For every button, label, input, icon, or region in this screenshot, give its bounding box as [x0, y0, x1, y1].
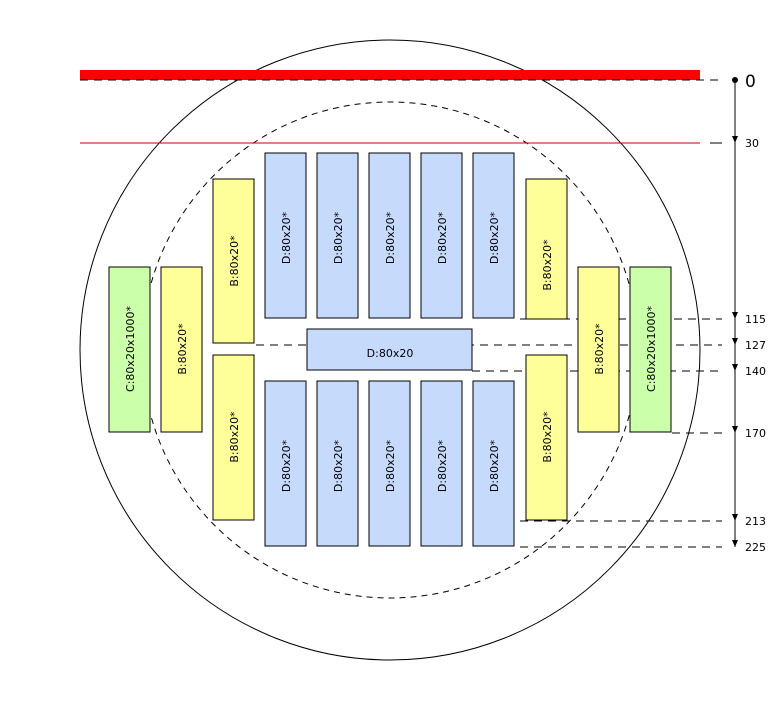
- block-b-right-outer: B:80x20*: [577, 266, 620, 433]
- block-d-top-5: D:80x20*: [472, 152, 515, 319]
- svg-text:D:80x20*: D:80x20*: [436, 439, 449, 492]
- block-d-top-2: D:80x20*: [316, 152, 359, 319]
- block-d-bottom-1: D:80x20*: [264, 380, 307, 547]
- svg-text:D:80x20*: D:80x20*: [384, 211, 397, 264]
- dim-origin-dot: [732, 77, 738, 83]
- dim-arrow-225: [732, 540, 738, 547]
- block-b-left-outer: B:80x20*: [160, 266, 203, 433]
- svg-text:D:80x20*: D:80x20*: [332, 439, 345, 492]
- svg-text:D:80x20*: D:80x20*: [436, 211, 449, 264]
- svg-text:D:80x20*: D:80x20*: [488, 211, 501, 264]
- block-d-top-1: D:80x20*: [264, 152, 307, 319]
- svg-text:D:80x20*: D:80x20*: [488, 439, 501, 492]
- svg-text:B:80x20*: B:80x20*: [228, 411, 241, 463]
- svg-text:B:80x20*: B:80x20*: [541, 239, 554, 291]
- dim-label-213: 213: [745, 515, 766, 528]
- block-d-middle: D:80x20: [306, 328, 473, 371]
- dim-label-170: 170: [745, 427, 766, 440]
- dim-arrow-30: [732, 136, 738, 143]
- svg-text:D:80x20*: D:80x20*: [280, 211, 293, 264]
- block-d-bottom-5: D:80x20*: [472, 380, 515, 547]
- svg-text:B:80x20*: B:80x20*: [541, 411, 554, 463]
- outer-circle: [79, 39, 701, 661]
- dim-arrow-115: [732, 312, 738, 319]
- dim-label-zero: 0: [745, 72, 756, 92]
- svg-text:B:80x20*: B:80x20*: [228, 235, 241, 287]
- dim-label-140: 140: [745, 365, 766, 378]
- dim-arrow-127: [732, 338, 738, 345]
- dim-label-30: 30: [745, 137, 759, 150]
- block-c-left: C:80x20x1000*: [108, 266, 151, 433]
- dim-arrow-213: [732, 514, 738, 521]
- svg-text:D:80x20: D:80x20: [367, 347, 414, 360]
- dim-label-225: 225: [745, 541, 766, 554]
- block-b-left-upper: B:80x20*: [212, 178, 255, 344]
- svg-text:B:80x20*: B:80x20*: [176, 323, 189, 375]
- block-d-top-3: D:80x20*: [368, 152, 411, 319]
- block-b-right-upper: B:80x20*: [525, 178, 568, 320]
- block-b-left-lower: B:80x20*: [212, 354, 255, 521]
- block-c-right: C:80x20x1000*: [629, 266, 672, 433]
- svg-text:D:80x20*: D:80x20*: [384, 439, 397, 492]
- zero-edge-bar: [80, 70, 700, 80]
- svg-text:C:80x20x1000*: C:80x20x1000*: [124, 306, 137, 392]
- dim-arrow-170: [732, 426, 738, 433]
- block-d-top-4: D:80x20*: [420, 152, 463, 319]
- block-d-bottom-3: D:80x20*: [368, 380, 411, 547]
- dim-label-127: 127: [745, 339, 766, 352]
- dim-label-115: 115: [745, 313, 766, 326]
- svg-text:D:80x20*: D:80x20*: [280, 439, 293, 492]
- dim-arrow-140: [732, 364, 738, 371]
- svg-text:B:80x20*: B:80x20*: [593, 323, 606, 375]
- block-b-right-lower: B:80x20*: [525, 354, 568, 521]
- block-d-bottom-4: D:80x20*: [420, 380, 463, 547]
- block-d-bottom-2: D:80x20*: [316, 380, 359, 547]
- svg-text:D:80x20*: D:80x20*: [332, 211, 345, 264]
- svg-text:C:80x20x1000*: C:80x20x1000*: [645, 306, 658, 392]
- block-base-dashes: [109, 317, 671, 547]
